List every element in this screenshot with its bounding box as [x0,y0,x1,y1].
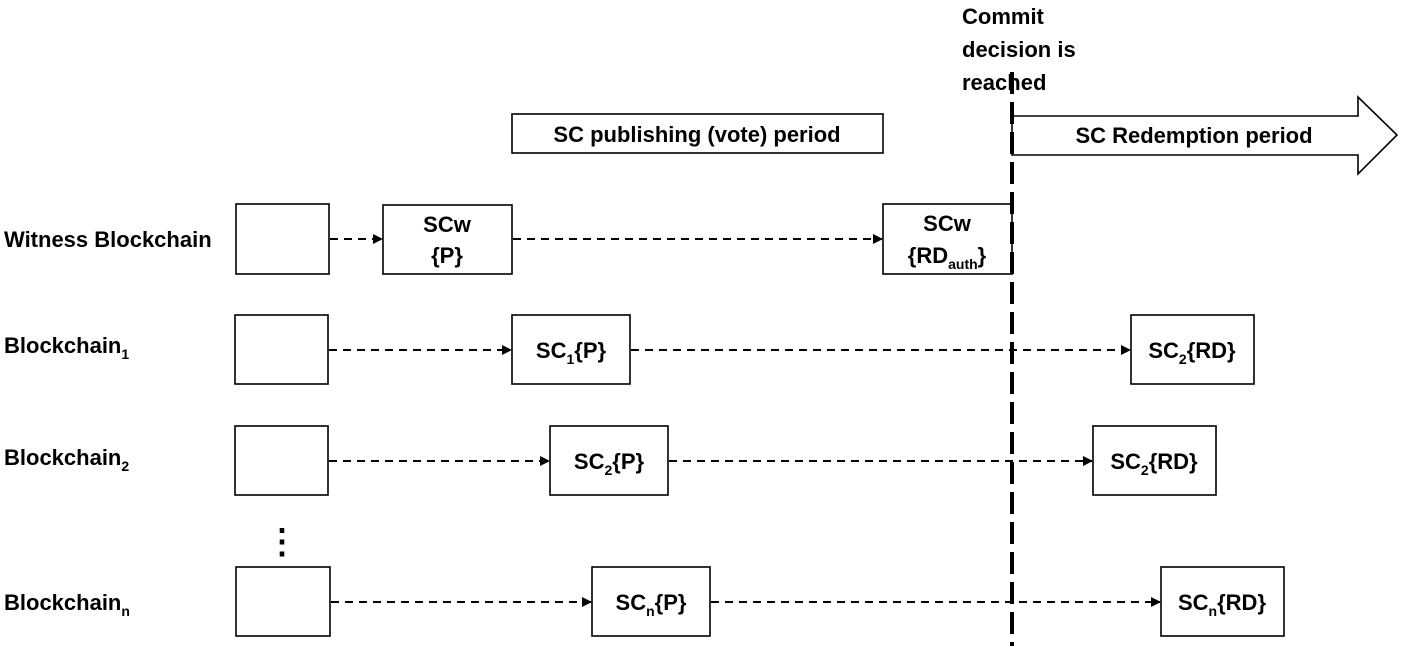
redemption-period-arrow [1011,95,1399,176]
row-label-chain2: Blockchain2 [4,445,129,474]
commit-label-line1: Commit [962,4,1045,29]
chain2-publish-label: SC2{P} [574,449,645,478]
chain2-publish-box [549,425,669,496]
more-chains-ellipsis: ⋮ [265,523,299,561]
commit-label-line3: reached [962,70,1046,95]
chainn-publish-label: SCn{P} [616,590,687,619]
chainn-publish-box [591,566,711,637]
witness-publish-line1: SCw [423,212,472,237]
publishing-period-label: SC publishing (vote) period [553,122,840,147]
chain2-start-box [234,425,329,496]
chain1-publish-box [511,314,631,385]
witness-auth-box [882,203,1013,275]
witness-auth-line1: SCw [923,211,972,236]
redemption-period-label: SC Redemption period [1075,123,1312,148]
chainn-redeem-box [1160,566,1285,637]
chainn-redeem-label: SCn{RD} [1178,590,1266,619]
witness-publish-box [382,204,513,275]
chain2-redeem-box [1092,425,1217,496]
chain1-publish-label: SC1{P} [536,338,607,367]
commit-label-line2: decision is [962,37,1076,62]
publishing-period-box [511,113,884,154]
chainn-start-box [235,566,331,637]
row-label-chainn: Blockchainn [4,590,130,619]
chain1-redeem-box [1130,314,1255,385]
chain2-redeem-label: SC2{RD} [1110,449,1198,478]
witness-publish-line2: {P} [431,243,463,268]
row-label-chain1: Blockchain1 [4,333,129,362]
witness-auth-line2: {RDauth} [908,243,987,272]
chain1-start-box [234,314,329,385]
witness-start-box [235,203,330,275]
row-label-witness: Witness Blockchain [4,227,212,252]
chain1-redeem-label: SC2{RD} [1148,338,1236,367]
